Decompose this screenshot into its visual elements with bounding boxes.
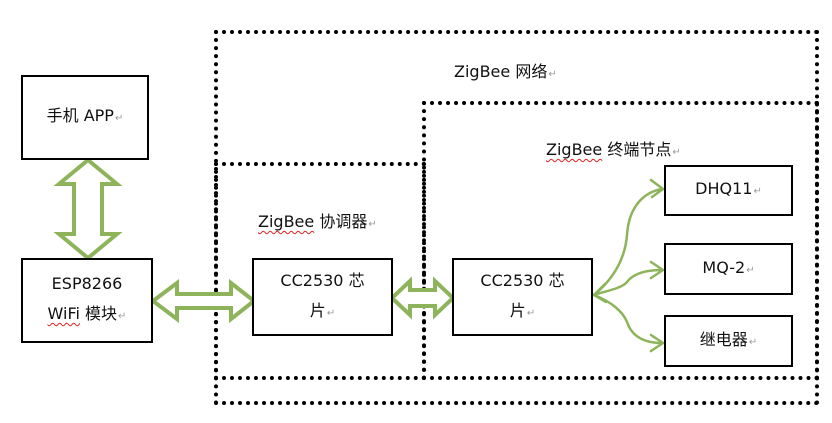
relay-label: 继电器	[699, 329, 748, 349]
paragraph-mark-icon: ↵	[672, 147, 681, 158]
zigbee-network-title-rest: 网络	[510, 62, 548, 81]
paragraph-mark-icon: ↵	[326, 307, 336, 319]
esp8266-label-wifi: WiFi	[47, 304, 80, 323]
paragraph-mark-icon: ↵	[753, 186, 762, 197]
dhq11-label: DHQ11	[695, 179, 753, 198]
cc2530-end-node-label-line2: 片	[509, 300, 526, 320]
arrowhead-endnode-icon	[591, 282, 608, 304]
cc2530-end-node-box: CC2530 芯 片↵	[452, 258, 593, 336]
cc2530-end-node-label-line1: CC2530 芯	[480, 270, 565, 290]
relay-box: 继电器↵	[664, 315, 793, 367]
paragraph-mark-icon: ↵	[368, 219, 377, 230]
cc2530-coordinator-label-line2: 片	[309, 300, 326, 320]
paragraph-mark-icon: ↵	[118, 311, 127, 322]
dhq11-sensor-box: DHQ11↵	[664, 165, 793, 216]
zigbee-network-title-word: ZigBee	[454, 62, 511, 81]
phone-esp-arrow	[53, 157, 123, 261]
coordinator-endnode-arrow	[389, 276, 456, 320]
esp8266-label-module: 模块	[79, 304, 118, 323]
paragraph-mark-icon: ↵	[548, 69, 557, 80]
paragraph-mark-icon: ↵	[526, 307, 536, 319]
endnode-mq2-connector	[592, 268, 664, 297]
esp-coordinator-arrow	[149, 278, 258, 324]
phone-app-label: 手机 APP	[46, 106, 114, 125]
cc2530-coordinator-label-line1: CC2530 芯	[280, 270, 365, 290]
mq2-sensor-box: MQ-2↵	[664, 243, 793, 295]
esp8266-box: ESP8266 WiFi 模块↵	[21, 258, 153, 343]
phone-app-box: 手机 APP↵	[21, 75, 149, 160]
zigbee-network-title: ZigBee 网络↵	[454, 58, 557, 82]
zigbee-end-node-title: ZigBee 终端节点↵	[546, 136, 681, 160]
zigbee-end-node-title-word: ZigBee	[546, 140, 603, 159]
zigbee-coordinator-title: ZigBee 协调器↵	[258, 208, 377, 232]
paragraph-mark-icon: ↵	[748, 336, 758, 348]
arrowhead-dhq11-icon	[649, 178, 666, 199]
endnode-dhq11-connector	[592, 187, 664, 297]
cc2530-coordinator-box: CC2530 芯 片↵	[252, 258, 393, 336]
arrowhead-mq2-icon	[649, 260, 666, 280]
zigbee-coordinator-title-rest: 协调器	[314, 212, 368, 231]
zigbee-end-node-group	[422, 101, 819, 380]
mq2-label: MQ-2	[702, 257, 746, 277]
endnode-relay-connector	[592, 293, 664, 345]
zigbee-end-node-title-rest: 终端节点	[602, 140, 672, 159]
zigbee-coordinator-title-word: ZigBee	[258, 212, 315, 231]
paragraph-mark-icon: ↵	[114, 113, 124, 124]
esp8266-label-line1: ESP8266	[51, 274, 123, 293]
arrowhead-relay-icon	[649, 333, 666, 353]
paragraph-mark-icon: ↵	[746, 264, 755, 276]
